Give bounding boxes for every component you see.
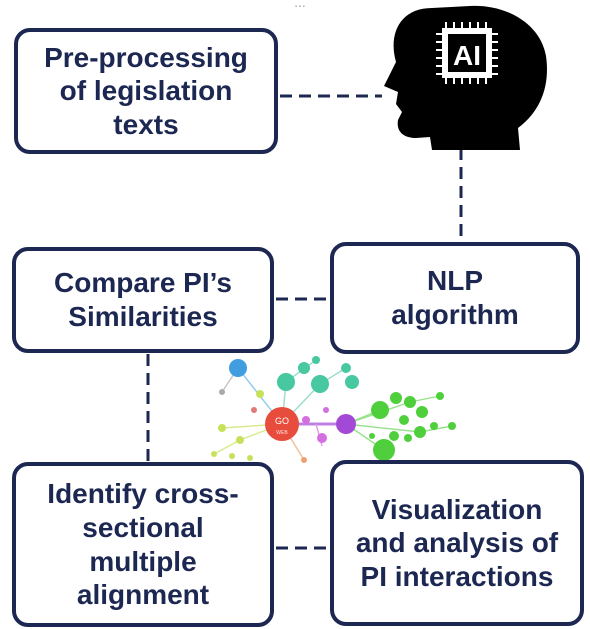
identify-label: Identify cross- sectional multiple align… bbox=[47, 478, 239, 611]
center-node-label: GO bbox=[275, 416, 289, 426]
visualization-box: Visualization and analysis of PI interac… bbox=[330, 460, 584, 626]
identify-box: Identify cross- sectional multiple align… bbox=[12, 462, 274, 627]
chip-label: AI bbox=[453, 40, 481, 71]
compare-box: Compare PI’s Similarities bbox=[12, 247, 274, 353]
nlp-box: NLP algorithm bbox=[330, 242, 580, 354]
compare-label: Compare PI’s Similarities bbox=[54, 267, 232, 332]
network-graph: GO WEB bbox=[211, 356, 456, 463]
preprocessing-label: Pre-processing of legislation texts bbox=[44, 41, 248, 140]
top-caption: ... bbox=[294, 0, 306, 10]
ai-head-icon: AI bbox=[384, 5, 547, 151]
center-node bbox=[265, 407, 299, 441]
connectors bbox=[146, 94, 463, 550]
nlp-label: NLP algorithm bbox=[391, 265, 519, 330]
preprocessing-box: Pre-processing of legislation texts bbox=[14, 28, 278, 154]
chip-icon: AI bbox=[436, 22, 498, 84]
center-node-sublabel: WEB bbox=[276, 430, 288, 436]
visualization-label: Visualization and analysis of PI interac… bbox=[355, 493, 559, 592]
